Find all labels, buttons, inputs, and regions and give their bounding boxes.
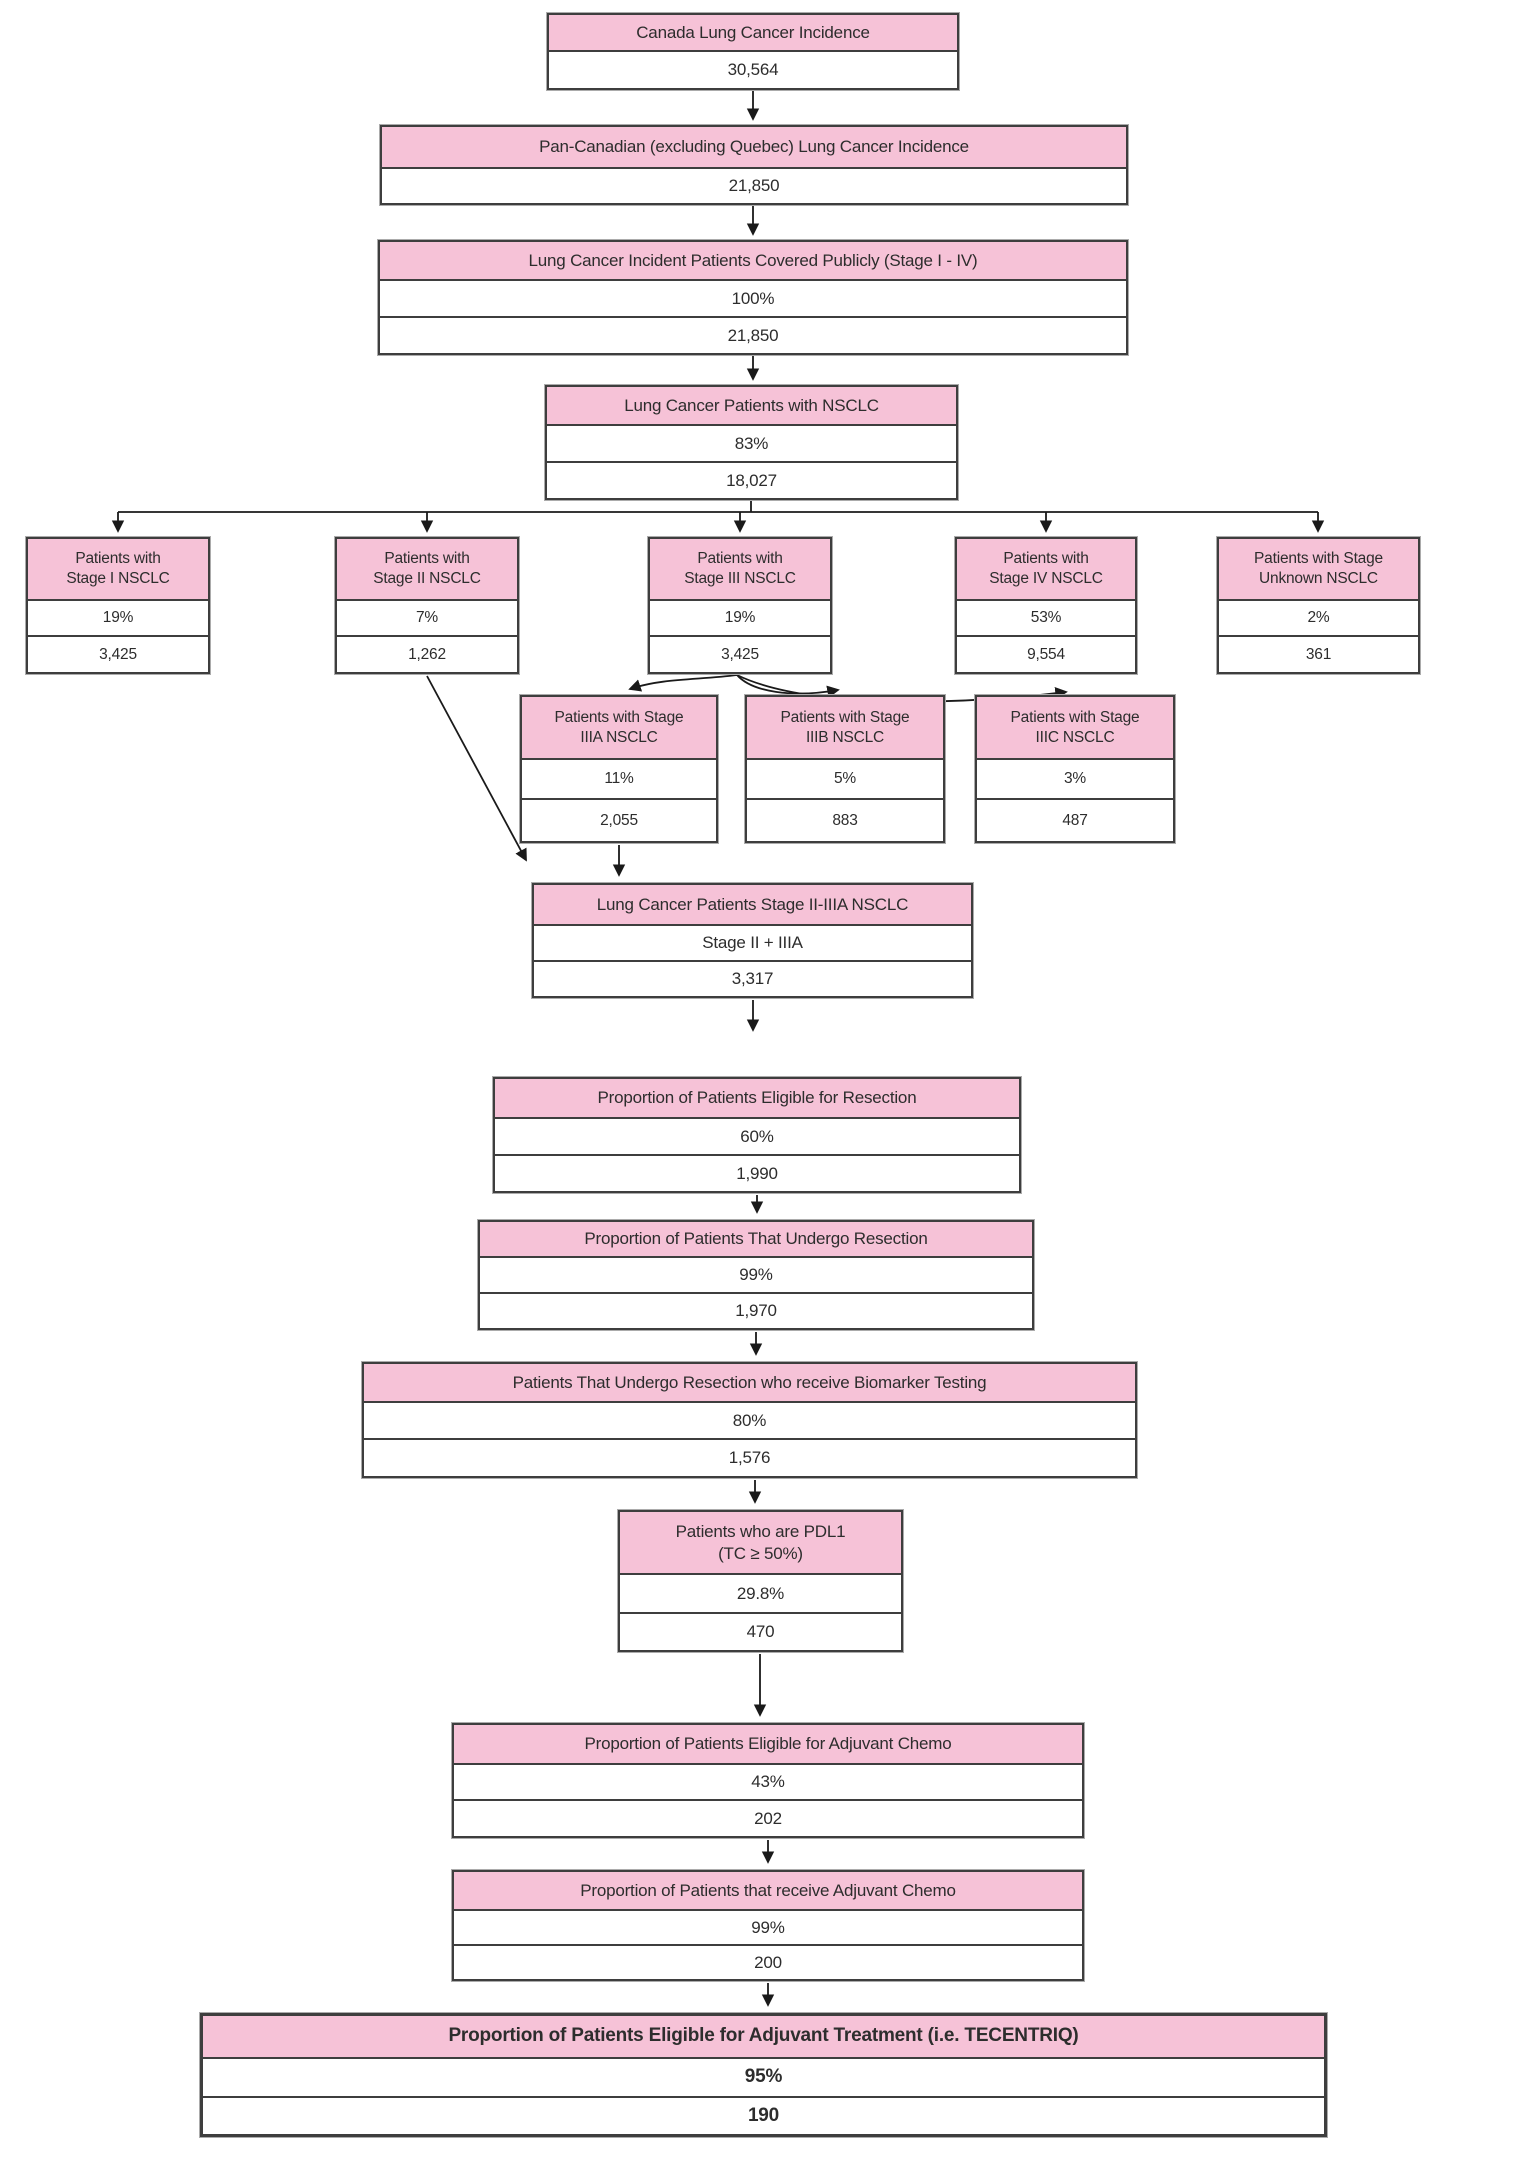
subtitle-row: Stage II + IIIA <box>534 924 971 960</box>
percent-row: 83% <box>547 424 956 461</box>
value-row: 883 <box>747 798 943 841</box>
box-stage4: Patients with Stage IV NSCLC 53% 9,554 <box>955 537 1137 674</box>
box-title: Pan-Canadian (excluding Quebec) Lung Can… <box>382 127 1126 167</box>
box-pdl1: Patients who are PDL1 (TC ≥ 50%) 29.8% 4… <box>618 1510 903 1652</box>
box-title: Patients with Stage IIIB NSCLC <box>747 697 943 758</box>
box-title: Lung Cancer Patients with NSCLC <box>547 387 956 424</box>
value-row: 200 <box>454 1944 1082 1979</box>
box-title: Proportion of Patients Eligible for Rese… <box>495 1079 1019 1117</box>
box-title: Proportion of Patients That Undergo Rese… <box>480 1222 1032 1256</box>
value-row: 21,850 <box>380 316 1126 353</box>
percent-row: 43% <box>454 1763 1082 1799</box>
value-row: 9,554 <box>957 635 1135 672</box>
percent-row: 7% <box>337 599 517 635</box>
box-title: Lung Cancer Incident Patients Covered Pu… <box>380 242 1126 279</box>
box-title: Patients with Stage Unknown NSCLC <box>1219 539 1418 599</box>
box-adjuvant-treatment-tecentriq: Proportion of Patients Eligible for Adju… <box>200 2013 1327 2137</box>
box-resection-undergo: Proportion of Patients That Undergo Rese… <box>478 1220 1034 1330</box>
box-title: Proportion of Patients that receive Adju… <box>454 1872 1082 1909</box>
value-row: 18,027 <box>547 461 956 498</box>
box-stage3a: Patients with Stage IIIA NSCLC 11% 2,055 <box>520 695 718 843</box>
box-title: Patients who are PDL1 (TC ≥ 50%) <box>620 1512 901 1573</box>
value-row: 2,055 <box>522 798 716 841</box>
value-row: 1,576 <box>364 1438 1135 1476</box>
box-pan-canadian-incidence: Pan-Canadian (excluding Quebec) Lung Can… <box>380 125 1128 205</box>
box-stage1: Patients with Stage I NSCLC 19% 3,425 <box>26 537 210 674</box>
percent-row: 60% <box>495 1117 1019 1154</box>
arrow-stage3-to-3b <box>736 674 840 699</box>
box-stage2: Patients with Stage II NSCLC 7% 1,262 <box>335 537 519 674</box>
percent-row: 5% <box>747 758 943 798</box>
percent-row: 19% <box>650 599 830 635</box>
box-title: Patients with Stage IIIC NSCLC <box>977 697 1173 758</box>
value-row: 190 <box>203 2096 1324 2134</box>
value-row: 3,317 <box>534 960 971 996</box>
box-stage-unknown: Patients with Stage Unknown NSCLC 2% 361 <box>1217 537 1420 674</box>
value-row: 1,970 <box>480 1292 1032 1328</box>
value-row: 30,564 <box>549 50 957 88</box>
box-title: Patients with Stage III NSCLC <box>650 539 830 599</box>
arrow-stage2-to-2-3a <box>426 675 527 862</box>
box-covered-publicly: Lung Cancer Incident Patients Covered Pu… <box>378 240 1128 355</box>
percent-row: 99% <box>480 1256 1032 1292</box>
percent-row: 11% <box>522 758 716 798</box>
box-title: Patients with Stage I NSCLC <box>28 539 208 599</box>
percent-row: 95% <box>203 2057 1324 2096</box>
value-row: 3,425 <box>650 635 830 672</box>
box-title: Patients with Stage IIIA NSCLC <box>522 697 716 758</box>
arrow-stage3-to-3a <box>628 674 738 692</box>
percent-row: 53% <box>957 599 1135 635</box>
value-row: 1,990 <box>495 1154 1019 1191</box>
box-biomarker-testing: Patients That Undergo Resection who rece… <box>362 1362 1137 1478</box>
value-row: 470 <box>620 1612 901 1650</box>
box-resection-eligible: Proportion of Patients Eligible for Rese… <box>493 1077 1021 1193</box>
box-stage3b: Patients with Stage IIIB NSCLC 5% 883 <box>745 695 945 843</box>
percent-row: 29.8% <box>620 1573 901 1612</box>
value-row: 1,262 <box>337 635 517 672</box>
box-title: Proportion of Patients Eligible for Adju… <box>454 1725 1082 1763</box>
value-row: 21,850 <box>382 167 1126 203</box>
value-row: 487 <box>977 798 1173 841</box>
box-adjuvant-chemo-receive: Proportion of Patients that receive Adju… <box>452 1870 1084 1981</box>
box-title: Lung Cancer Patients Stage II-IIIA NSCLC <box>534 885 971 924</box>
percent-row: 80% <box>364 1401 1135 1438</box>
box-title: Proportion of Patients Eligible for Adju… <box>203 2016 1324 2057</box>
percent-row: 99% <box>454 1909 1082 1944</box>
box-title: Patients with Stage II NSCLC <box>337 539 517 599</box>
box-title: Patients with Stage IV NSCLC <box>957 539 1135 599</box>
box-title: Canada Lung Cancer Incidence <box>549 15 957 50</box>
percent-row: 19% <box>28 599 208 635</box>
box-nsclc: Lung Cancer Patients with NSCLC 83% 18,0… <box>545 385 958 500</box>
value-row: 202 <box>454 1799 1082 1836</box>
box-title: Patients That Undergo Resection who rece… <box>364 1364 1135 1401</box>
percent-row: 3% <box>977 758 1173 798</box>
percent-row: 100% <box>380 279 1126 316</box>
value-row: 3,425 <box>28 635 208 672</box>
box-adjuvant-chemo-eligible: Proportion of Patients Eligible for Adju… <box>452 1723 1084 1838</box>
value-row: 361 <box>1219 635 1418 672</box>
box-stage2-3a-combined: Lung Cancer Patients Stage II-IIIA NSCLC… <box>532 883 973 998</box>
box-stage3c: Patients with Stage IIIC NSCLC 3% 487 <box>975 695 1175 843</box>
box-stage3: Patients with Stage III NSCLC 19% 3,425 <box>648 537 832 674</box>
box-canada-incidence: Canada Lung Cancer Incidence 30,564 <box>547 13 959 90</box>
percent-row: 2% <box>1219 599 1418 635</box>
